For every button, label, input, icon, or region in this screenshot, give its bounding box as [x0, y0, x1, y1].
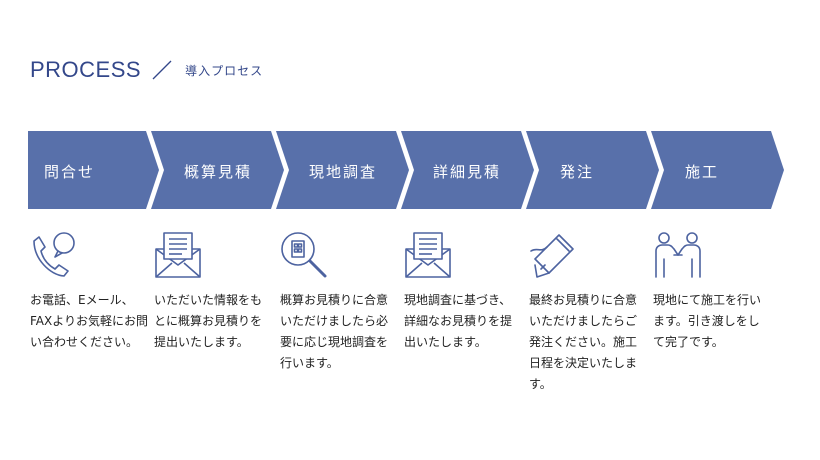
building-magnifier-icon	[281, 232, 327, 278]
step-label-estimate: 概算見積	[184, 163, 253, 181]
pen-signature-icon	[530, 234, 574, 278]
chevron-step-5	[526, 131, 659, 209]
mail-document-icon	[155, 232, 201, 278]
chevron-step-3	[276, 131, 409, 209]
chevron-step-2	[151, 131, 284, 209]
step-label-construction: 施工	[685, 163, 720, 181]
step-label-inquiry: 問合せ	[44, 163, 96, 181]
chevron-step-1	[28, 131, 159, 209]
step-description-estimate: いただいた情報をもとに概算お見積りを提出いたします。	[154, 293, 263, 349]
mail-document-icon	[405, 232, 451, 278]
step-description-site-survey: 概算お見積りに合意いただけましたら必要に応じ現地調査を行います。	[280, 293, 389, 370]
handshake-icon	[655, 232, 701, 278]
slash-divider	[152, 60, 172, 80]
page-title: PROCESS	[30, 57, 142, 82]
step-description-detailed-estimate: 現地調査に基づき、詳細なお見積りを提出いたします。	[404, 293, 513, 349]
section-header: PROCESS 導入プロセス	[30, 57, 263, 83]
page-subtitle: 導入プロセス	[185, 63, 264, 78]
step-label-detailed-estimate: 詳細見積	[433, 163, 502, 181]
step-description-construction: 現地にて施工を行います。引き渡しをして完了です。	[653, 293, 762, 349]
step-description-inquiry: お電話、Eメール、FAXよりお気軽にお問い合わせください。	[30, 293, 148, 349]
chevron-step-6	[651, 131, 784, 209]
step-description-order: 最終お見積りに合意いただけましたらご発注ください。施工日程を決定いたします。	[529, 293, 638, 391]
phone-chat-icon	[33, 232, 75, 277]
chevron-step-4	[401, 131, 534, 209]
step-label-order: 発注	[560, 163, 595, 181]
step-label-site-survey: 現地調査	[309, 163, 378, 181]
